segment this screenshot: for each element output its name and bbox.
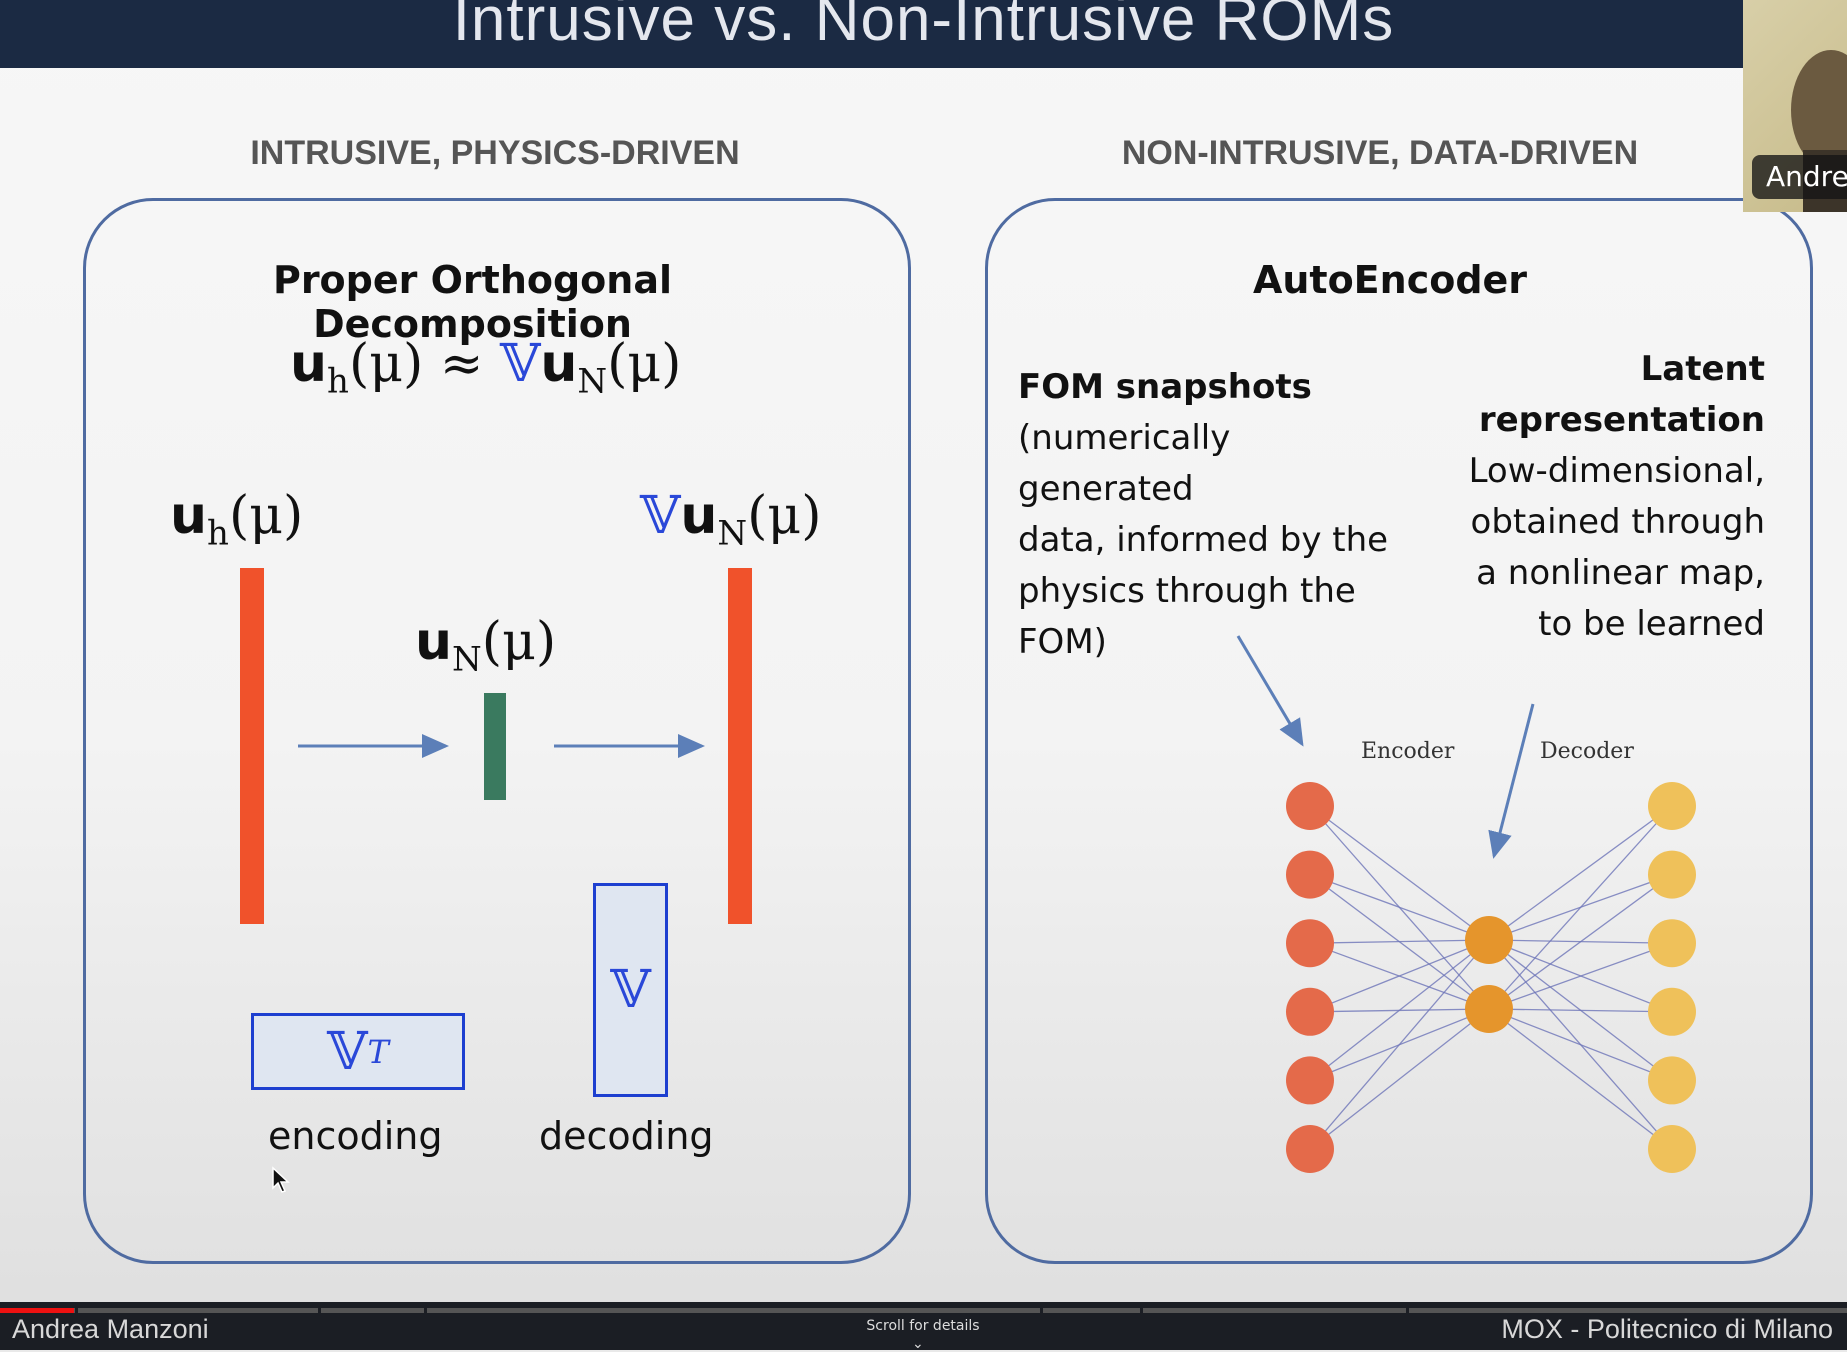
latent-desc-3: a nonlinear map, — [1476, 553, 1765, 593]
output-node — [1648, 987, 1696, 1036]
latent-desc-1: Low-dimensional, — [1468, 451, 1765, 491]
network-edge — [1488, 874, 1673, 1010]
network-edge — [1488, 1008, 1673, 1082]
decoding-label: decoding — [539, 1114, 714, 1158]
footer-institution: MOX - Politecnico di Milano — [1501, 1314, 1833, 1344]
chapter-gap — [1406, 1308, 1409, 1313]
network-edge — [1309, 939, 1490, 1081]
right-heading: NON-INTRUSIVE, DATA-DRIVEN — [1121, 134, 1639, 172]
scroll-for-details[interactable]: Scroll for details — [866, 1318, 980, 1334]
decoder-matrix: 𝕍 — [593, 883, 668, 1097]
fom-desc-2: data, informed by the — [1018, 520, 1389, 560]
latent-node — [1465, 916, 1513, 964]
reconstructed-vector — [728, 568, 752, 924]
input-node — [1286, 782, 1334, 830]
slide-title: Intrusive vs. Non-Intrusive ROMs — [452, 0, 1395, 54]
pod-equation: uh(μ) ≈ 𝕍uN(μ) — [290, 334, 682, 402]
network-edge — [1488, 1008, 1673, 1150]
network-edge — [1309, 939, 1490, 1013]
chevron-down-icon[interactable]: ⌄ — [912, 1336, 924, 1352]
chapter-gap — [318, 1308, 321, 1313]
autoencoder-title: AutoEncoder — [1252, 258, 1528, 302]
chapter-gap — [424, 1308, 427, 1313]
output-node — [1648, 782, 1696, 830]
fom-desc-1: (numerically generated — [1018, 418, 1231, 509]
fom-desc-4: FOM) — [1018, 622, 1107, 662]
chapter-gap — [1040, 1308, 1043, 1313]
latent-title-1: Latent — [1640, 349, 1765, 389]
network-edge — [1488, 942, 1673, 1010]
latent-desc-2: obtained through — [1470, 502, 1765, 542]
footer-author: Andrea Manzoni — [12, 1314, 209, 1344]
output-node — [1648, 1056, 1696, 1105]
network-edge — [1488, 805, 1673, 941]
fom-text: FOM snapshots (numerically generated dat… — [1018, 362, 1398, 668]
encoder-label: Encoder — [1361, 739, 1455, 764]
reconstruction-label: 𝕍uN(μ) — [640, 486, 822, 554]
input-node — [1286, 1125, 1334, 1173]
progress-bar[interactable] — [0, 1308, 1847, 1313]
autoencoder-panel — [985, 198, 1813, 1264]
encoding-label: encoding — [268, 1114, 443, 1158]
latent-pointer-arrow — [1488, 703, 1535, 859]
output-node — [1648, 919, 1696, 968]
reduced-label: uN(μ) — [415, 612, 557, 680]
network-edge — [1488, 1008, 1673, 1013]
input-node — [1286, 1056, 1334, 1105]
mouse-cursor-icon — [272, 1166, 290, 1193]
network-edge — [1309, 805, 1490, 941]
network-edge — [1309, 939, 1490, 944]
output-node — [1648, 1125, 1696, 1173]
left-heading: INTRUSIVE, PHYSICS-DRIVEN — [250, 134, 740, 172]
pod-panel — [83, 198, 911, 1264]
fom-title: FOM snapshots — [1018, 367, 1312, 407]
pod-title: Proper Orthogonal Decomposition — [272, 258, 673, 346]
network-edge — [1309, 1008, 1490, 1150]
network-edge — [1488, 805, 1673, 1010]
input-node — [1286, 987, 1334, 1036]
input-node — [1286, 919, 1334, 968]
latent-title-2: representation — [1478, 400, 1765, 440]
network-edge — [1309, 873, 1490, 941]
latent-text: Latent representation Low-dimensional, o… — [1440, 344, 1765, 650]
latent-desc-4: to be learned — [1538, 604, 1765, 644]
input-node — [1286, 850, 1334, 899]
progress-fill — [0, 1308, 74, 1313]
output-node — [1648, 850, 1696, 899]
reduced-vector — [484, 693, 506, 800]
latent-node — [1465, 985, 1513, 1033]
chapter-gap — [1140, 1308, 1143, 1313]
decoder-label: Decoder — [1540, 739, 1634, 764]
chapter-gap — [75, 1308, 78, 1313]
full-order-label: uh(μ) — [170, 486, 304, 554]
webcam-name-label: Andre — [1752, 155, 1847, 199]
fom-desc-3: physics through the — [1018, 571, 1356, 611]
network-edge — [1309, 939, 1490, 1150]
title-bar: Intrusive vs. Non-Intrusive ROMs — [0, 0, 1847, 68]
full-order-vector — [240, 568, 264, 924]
fom-pointer-arrow — [1236, 635, 1304, 747]
